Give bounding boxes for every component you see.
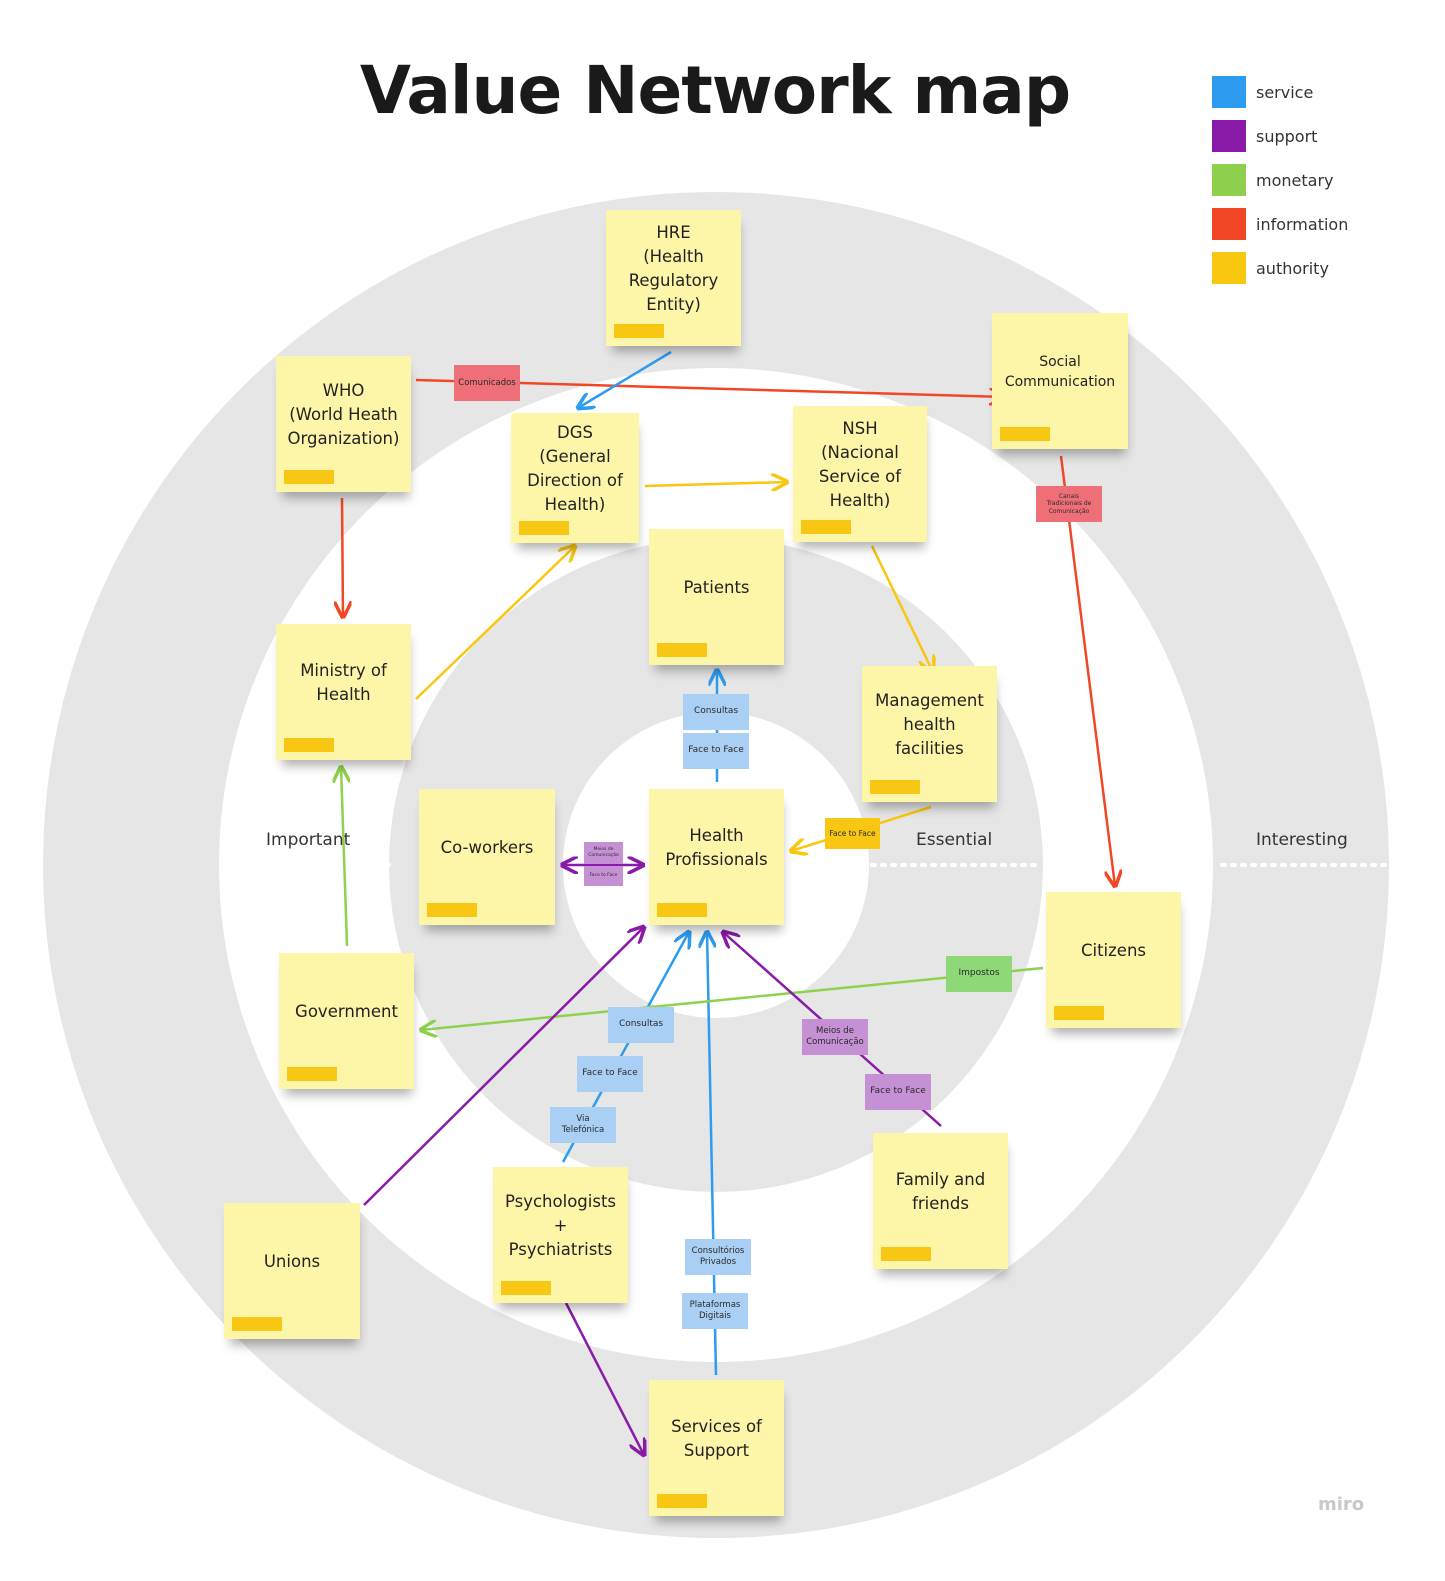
note-text-citizens: Citizens xyxy=(1080,941,1147,961)
chip-consultas-psych[interactable]: Consultas xyxy=(608,1007,674,1043)
note-text-health-professionals: Health Profissionals xyxy=(665,826,768,869)
legend-label-information: information xyxy=(1256,214,1349,234)
chip-via-telefonica[interactable]: Via Telefónica xyxy=(550,1107,616,1143)
authority-tag xyxy=(287,1067,337,1081)
legend: service support monetary information aut… xyxy=(1212,70,1348,290)
note-text-services-of-support: Services of Support xyxy=(671,1417,762,1460)
authority-tag xyxy=(657,643,707,657)
dgs-to-nsh-arrow[interactable] xyxy=(644,482,787,486)
legend-label-support: support xyxy=(1256,126,1318,146)
ministry-to-dgs-arrow[interactable] xyxy=(415,546,575,700)
sticky-note-government[interactable]: Government xyxy=(279,953,414,1089)
sticky-note-hre[interactable]: HRE (Health Regulatory Entity) xyxy=(606,210,741,346)
sticky-note-unions[interactable]: Unions xyxy=(224,1203,360,1339)
chip-comunicados[interactable]: Comunicados xyxy=(454,365,520,401)
chip-consultorios-privados[interactable]: Consultórios Privados xyxy=(685,1239,751,1275)
ring-label-important: Important xyxy=(266,830,351,850)
miro-watermark: miro xyxy=(1318,1494,1365,1515)
social-to-citizens-arrow[interactable] xyxy=(1059,455,1115,886)
authority-tag xyxy=(657,903,707,917)
ring-label-essential: Essential xyxy=(916,830,993,850)
legend-label-monetary: monetary xyxy=(1256,170,1334,190)
sticky-note-health-professionals[interactable]: Health Profissionals xyxy=(649,789,784,925)
sticky-note-psychologists-psychiatrists[interactable]: Psychologists + Psychiatrists xyxy=(493,1167,628,1303)
sticky-note-citizens[interactable]: Citizens xyxy=(1046,892,1181,1028)
authority-tag xyxy=(284,470,334,484)
psych-to-services-arrow[interactable] xyxy=(564,1302,644,1455)
note-text-patients: Patients xyxy=(683,578,750,598)
who-to-ministry-arrow[interactable] xyxy=(342,497,343,617)
sticky-note-social-communication[interactable]: Social Communication xyxy=(992,313,1128,449)
note-text-dgs: DGS (General Direction of Health) xyxy=(527,423,623,514)
authority-tag xyxy=(1000,427,1050,441)
note-text-ministry-of-health: Ministry of Health xyxy=(300,661,387,704)
sticky-note-management-health-facilities[interactable]: Management health facilities xyxy=(862,666,997,802)
nsh-to-management-arrow[interactable] xyxy=(870,545,933,672)
note-text-government: Government xyxy=(295,1002,398,1022)
note-text-unions: Unions xyxy=(263,1252,321,1272)
chip-face-to-face-family[interactable]: Face to Face xyxy=(865,1074,931,1110)
legend-item-service: service xyxy=(1212,70,1348,114)
authority-tag xyxy=(232,1317,282,1331)
legend-label-service: service xyxy=(1256,82,1314,102)
chip-face-to-face-psych[interactable]: Face to Face xyxy=(577,1056,643,1092)
government-to-ministry-arrow[interactable] xyxy=(341,767,347,947)
legend-swatch-information xyxy=(1212,208,1246,240)
chip-plataformas-digitais[interactable]: Plataformas Digitais xyxy=(682,1293,748,1329)
note-text-co-workers: Co-workers xyxy=(440,838,534,858)
note-text-management-health-facilities: Management health facilities xyxy=(875,691,984,758)
legend-item-information: information xyxy=(1212,202,1348,246)
sticky-note-patients[interactable]: Patients xyxy=(649,529,784,665)
sticky-note-ministry-of-health[interactable]: Ministry of Health xyxy=(276,624,411,760)
unions-to-prof-arrow[interactable] xyxy=(363,927,644,1206)
legend-item-monetary: monetary xyxy=(1212,158,1348,202)
authority-tag xyxy=(519,521,569,535)
note-text-nsh: NSH (Nacional Service of Health) xyxy=(818,419,902,510)
note-text-social-communication: Social Communication xyxy=(1004,353,1116,390)
chip-meios-family[interactable]: Meios de Comunicação xyxy=(802,1019,868,1055)
legend-item-authority: authority xyxy=(1212,246,1348,290)
authority-tag xyxy=(501,1281,551,1295)
chip-meios-coworkers[interactable]: Meios de Comunicação xyxy=(584,842,623,864)
page-title: Value Network map xyxy=(359,52,1071,129)
sticky-note-dgs[interactable]: DGS (General Direction of Health) xyxy=(511,413,639,543)
chip-face-to-face-management[interactable]: Face to Face xyxy=(825,818,880,849)
legend-swatch-monetary xyxy=(1212,164,1246,196)
note-text-family-and-friends: Family and friends xyxy=(895,1170,986,1213)
sticky-note-family-and-friends[interactable]: Family and friends xyxy=(873,1133,1008,1269)
authority-tag xyxy=(427,903,477,917)
note-text-psychologists-psychiatrists: Psychologists + Psychiatrists xyxy=(504,1192,617,1259)
citizens-to-government-arrow[interactable] xyxy=(421,966,1044,1030)
chip-impostos[interactable]: Impostos xyxy=(946,956,1012,992)
chip-face-to-face-patients[interactable]: Face to Face xyxy=(683,733,749,769)
sticky-note-services-of-support[interactable]: Services of Support xyxy=(649,1380,784,1516)
authority-tag xyxy=(870,780,920,794)
ring-label-interesting: Interesting xyxy=(1256,830,1348,850)
chip-face-to-face-coworkers[interactable]: Face to Face xyxy=(584,866,623,886)
authority-tag xyxy=(657,1494,707,1508)
authority-tag xyxy=(881,1247,931,1261)
chip-canais-tradicionais[interactable]: Canais Tradicionais de Comunicação xyxy=(1036,486,1102,522)
legend-swatch-service xyxy=(1212,76,1246,108)
hre-to-dgs-arrow[interactable] xyxy=(578,350,672,408)
authority-tag xyxy=(284,738,334,752)
note-text-who: WHO (World Heath Organization) xyxy=(287,381,400,448)
legend-swatch-support xyxy=(1212,120,1246,152)
chip-consultas-patients[interactable]: Consultas xyxy=(683,694,749,730)
note-text-hre: HRE (Health Regulatory Entity) xyxy=(628,223,719,314)
authority-tag xyxy=(801,520,851,534)
sticky-note-nsh[interactable]: NSH (Nacional Service of Health) xyxy=(793,406,927,542)
sticky-note-co-workers[interactable]: Co-workers xyxy=(419,789,555,925)
authority-tag xyxy=(1054,1006,1104,1020)
legend-label-authority: authority xyxy=(1256,258,1329,278)
legend-swatch-authority xyxy=(1212,252,1246,284)
authority-tag xyxy=(614,324,664,338)
sticky-note-who[interactable]: WHO (World Heath Organization) xyxy=(276,356,411,492)
legend-item-support: support xyxy=(1212,114,1348,158)
